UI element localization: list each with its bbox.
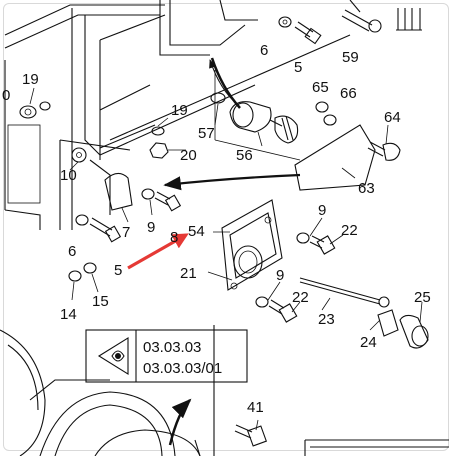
label-9-left: 9 [147,219,155,236]
eye-view-icon [97,337,129,375]
label-41: 41 [247,399,264,416]
label-24: 24 [360,334,377,351]
part-plate-54 [221,199,283,291]
label-23: 23 [318,311,335,328]
reference-code-1: 03.03.03 [143,339,201,356]
label-6-top: 6 [260,42,268,59]
label-20: 20 [180,147,197,164]
part-stopper-56 [210,92,299,144]
label-19-mid: 19 [171,102,188,119]
highlight-arrow [127,233,189,270]
part-bolt-22-top [296,232,336,255]
part-bolt-5-top [278,16,322,45]
image-frame [3,3,449,451]
label-56: 56 [236,147,253,164]
label-21: 21 [180,265,197,282]
part-labels: 6 5 59 19 0 65 66 19 57 64 20 56 10 63 9… [2,42,431,416]
label-64: 64 [384,109,401,126]
part-bolt-5-left [75,214,122,243]
label-10: 10 [60,167,77,184]
part-bolt-8 [141,188,182,212]
label-5-left: 5 [114,262,122,279]
leader-arrow-63 [163,173,301,191]
part-bolt-64 [367,141,401,161]
part-rod-23 [299,277,390,308]
label-57: 57 [198,125,215,142]
part-clevis-24 [377,309,399,337]
part-nut-20 [149,126,169,159]
label-22-top: 22 [341,222,358,239]
part-bracket-7 [104,172,133,211]
part-bolt-22-lower [255,296,298,323]
label-5-top: 5 [294,59,302,76]
label-14: 14 [60,306,77,323]
leader-lines [29,87,423,431]
chassis-frame [4,0,449,456]
label-8: 8 [170,229,178,246]
label-6-left: 6 [68,243,76,260]
part-bolt-41 [234,424,268,447]
part-mesh-63 [294,124,376,191]
part-washers-65-66 [315,101,337,126]
label-0-edge: 0 [2,87,10,104]
part-bolt-59 [341,0,422,33]
label-9-lower: 9 [276,267,284,284]
label-9-right: 9 [318,202,326,219]
wheel-assembly [0,329,201,456]
label-7: 7 [122,224,130,241]
part-washer-19-left [19,101,51,119]
part-pin-25 [399,314,429,349]
reference-box: 03.03.03 03.03.03/01 [85,329,248,383]
label-66: 66 [340,85,357,102]
label-15: 15 [92,293,109,310]
label-54: 54 [188,223,205,240]
label-65: 65 [312,79,329,96]
label-59: 59 [342,49,359,66]
label-22-lower: 22 [292,289,309,306]
label-25: 25 [414,289,431,306]
part-bracket-10 [71,147,87,163]
reference-code-2: 03.03.03/01 [143,360,222,377]
label-63: 63 [358,180,375,197]
thick-arrow-56 [210,57,241,109]
leader-arrow-reference [168,398,192,446]
part-washers-14-15 [68,262,97,282]
label-19-left: 19 [22,71,39,88]
